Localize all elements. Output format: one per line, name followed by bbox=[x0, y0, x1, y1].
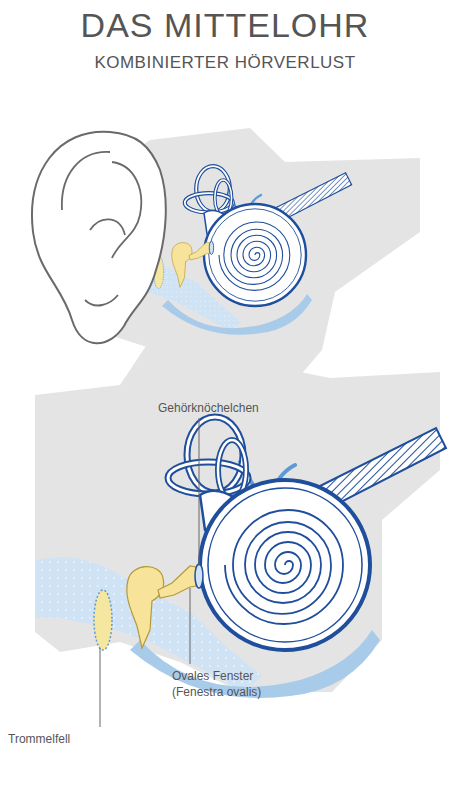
title: DAS MITTELOHR bbox=[0, 6, 450, 45]
leader-line bbox=[100, 648, 101, 727]
part-label: Ovales Fenster (Fenestra ovalis) bbox=[172, 668, 276, 700]
subtitle: KOMBINIERTER HÖRVERLUST bbox=[0, 52, 450, 75]
part-label: Trommelfell bbox=[8, 731, 70, 747]
leader-line bbox=[190, 588, 191, 664]
leader-line bbox=[199, 418, 200, 566]
part-label: Gehörknöchelchen bbox=[158, 400, 242, 416]
